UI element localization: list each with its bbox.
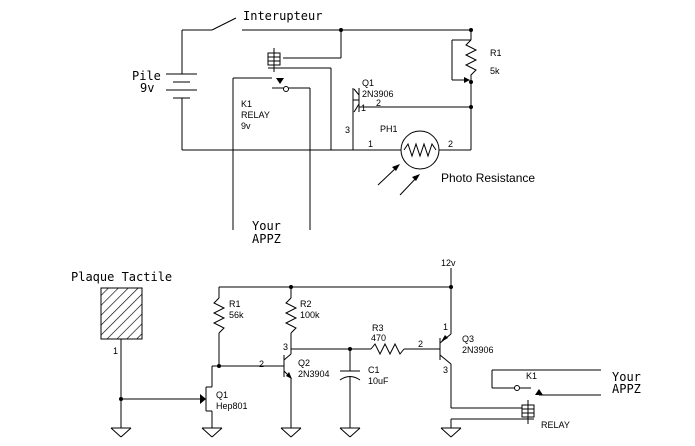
photo-label: Photo Resistance bbox=[441, 171, 535, 185]
bottom-output-line2: APPZ bbox=[612, 382, 641, 396]
relay-k1-label: RELAY bbox=[541, 420, 570, 430]
relay-value: 9v bbox=[241, 121, 251, 131]
potentiometer-r1 bbox=[451, 30, 478, 107]
r1-value: 56k bbox=[229, 310, 244, 320]
photo-pin1: 1 bbox=[368, 139, 373, 149]
supply-label: 12v bbox=[441, 258, 456, 268]
r3-value: 470 bbox=[371, 333, 386, 343]
r2-value: 100k bbox=[300, 310, 320, 320]
q2-type: 2N3904 bbox=[298, 369, 330, 379]
q1-ref-bottom: Q1 bbox=[216, 390, 228, 400]
battery-value: 9v bbox=[140, 81, 154, 95]
resistor-r1 bbox=[212, 287, 226, 366]
pot-ref: R1 bbox=[490, 48, 502, 58]
q2-pin3: 3 bbox=[283, 342, 288, 352]
pad-label: Plaque Tactile bbox=[71, 270, 172, 284]
transistor-q2 bbox=[276, 349, 292, 428]
top-output-line1: Your bbox=[252, 219, 281, 233]
ground-symbols bbox=[110, 427, 462, 438]
transistor-q1 bbox=[352, 88, 471, 150]
relay-coil bbox=[267, 48, 281, 72]
top-output-line2: APPZ bbox=[252, 232, 281, 246]
q3-pin3: 3 bbox=[443, 365, 448, 375]
touch-pad bbox=[100, 287, 143, 399]
bottom-output-line1: Your bbox=[612, 370, 641, 384]
q1-type: 2N3906 bbox=[362, 89, 394, 99]
battery-label: Pile bbox=[132, 69, 161, 83]
transistor-q3 bbox=[439, 287, 452, 408]
photo-pin2: 2 bbox=[448, 139, 453, 149]
pot-value: 5k bbox=[490, 66, 500, 76]
resistor-r3 bbox=[370, 342, 440, 356]
bottom-circuit bbox=[100, 268, 601, 438]
relay-type: RELAY bbox=[241, 110, 270, 120]
r3-ref: R3 bbox=[372, 323, 384, 333]
q3-type: 2N3906 bbox=[462, 345, 494, 355]
q3-pin1: 1 bbox=[443, 322, 448, 332]
r1-ref: R1 bbox=[229, 299, 241, 309]
pad-pin: 1 bbox=[113, 346, 118, 356]
q3-ref: Q3 bbox=[462, 334, 474, 344]
fet-q1 bbox=[200, 366, 213, 428]
q1-pin3: 3 bbox=[345, 125, 350, 135]
q3-pin2: 2 bbox=[418, 339, 423, 349]
resistor-r2 bbox=[284, 287, 298, 349]
c1-ref: C1 bbox=[368, 365, 380, 375]
q1-ref: Q1 bbox=[362, 78, 374, 88]
q1-type-bottom: Hep801 bbox=[216, 401, 248, 411]
q1-pin1: 1 bbox=[361, 103, 366, 113]
c1-value: 10uF bbox=[368, 376, 389, 386]
q1-pin2: 2 bbox=[376, 98, 381, 108]
relay-k1 bbox=[450, 369, 601, 428]
switch-label: Interupteur bbox=[243, 9, 322, 23]
photo-ref: PH1 bbox=[380, 124, 398, 134]
q2-ref: Q2 bbox=[298, 358, 310, 368]
relay-ref: K1 bbox=[241, 99, 252, 109]
capacitor-c1 bbox=[339, 349, 361, 428]
r2-ref: R2 bbox=[300, 299, 312, 309]
relay-k1-ref: K1 bbox=[526, 371, 537, 381]
battery-symbol bbox=[166, 30, 197, 150]
switch-symbol bbox=[182, 17, 471, 31]
top-circuit bbox=[166, 17, 478, 230]
photo-resistor bbox=[353, 107, 472, 196]
q2-pin2: 2 bbox=[259, 359, 264, 369]
